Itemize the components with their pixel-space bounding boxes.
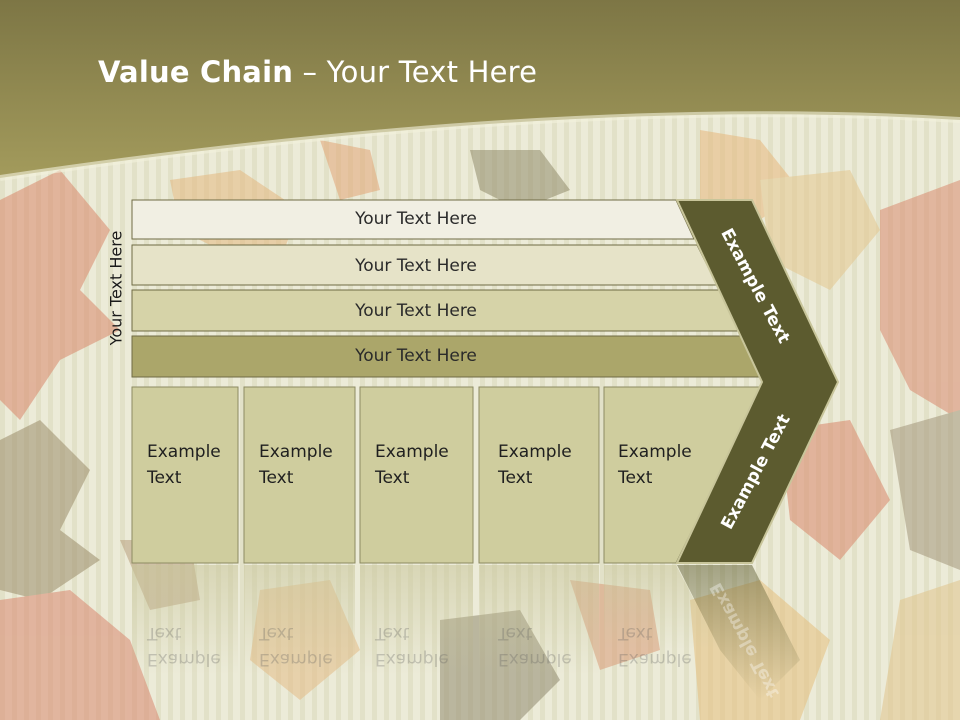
activity-reflection-5: Example Text [618,623,692,669]
margin-chevron [675,199,840,564]
activity-label-1: Example Text [147,442,221,488]
activity-box-2 [243,386,356,564]
activity-label-4: Example Text [498,442,572,488]
activity-label-5: Example Text [618,442,692,488]
activity-box-4 [478,386,600,564]
bar-label-2: Your Text Here [355,256,477,276]
bar-1 [131,199,695,240]
activity-reflection-2: Example Text [259,623,333,669]
activity-reflection-1: Example Text [147,623,221,669]
title-rest: – Your Text Here [293,55,538,89]
activity-box-3 [359,386,474,564]
slide-title: Value Chain – Your Text Here [98,55,537,89]
bar-label-4: Your Text Here [355,346,477,366]
activity-box-1 [131,386,239,564]
activity-label-2: Example Text [259,442,333,488]
bar-label-3: Your Text Here [355,301,477,321]
activity-label-3: Example Text [375,442,449,488]
activity-reflection-4: Example Text [498,623,572,669]
activity-reflection-3: Example Text [375,623,449,669]
title-bold: Value Chain [98,55,294,89]
header-band [0,0,960,178]
bar-label-1: Your Text Here [355,209,477,229]
side-label-text: Your Text Here [106,230,126,346]
